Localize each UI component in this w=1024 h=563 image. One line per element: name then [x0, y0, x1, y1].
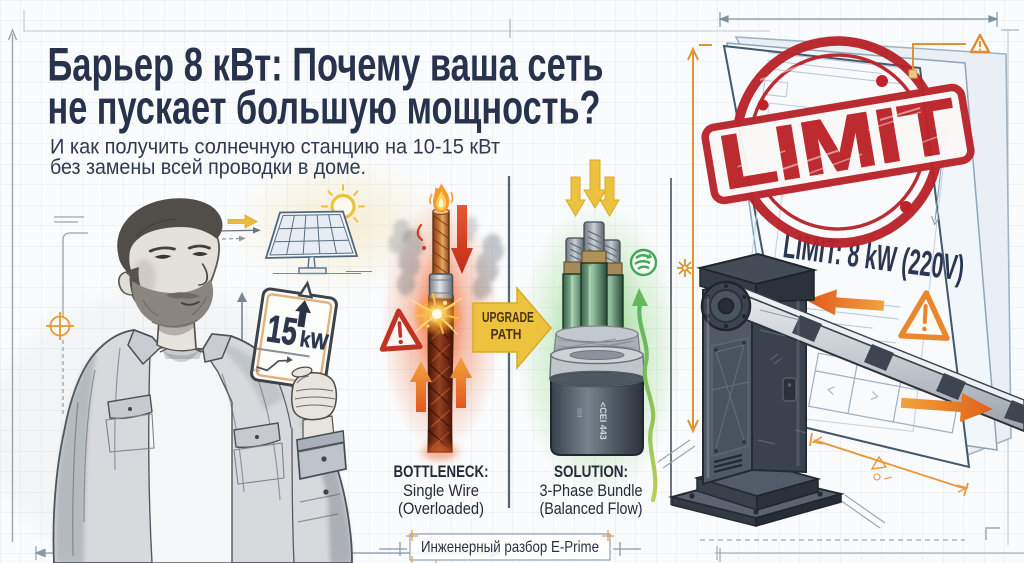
svg-text:не пускает большую мощность?: не пускает большую мощность?: [48, 81, 601, 134]
svg-text:Single Wire: Single Wire: [403, 482, 479, 500]
svg-text:<CEI 443: <CEI 443: [598, 402, 608, 440]
svg-text:без замены всей проводки в дом: без замены всей проводки в доме.: [50, 156, 366, 179]
svg-text:Барьер 8 кВт: Почему ваша сеть: Барьер 8 кВт: Почему ваша сеть: [48, 38, 604, 91]
svg-text:15: 15: [264, 308, 300, 354]
svg-text:3-Phase Bundle: 3-Phase Bundle: [540, 482, 643, 500]
svg-text:kW: kW: [298, 326, 330, 355]
svg-text:И как получить солнечную станц: И как получить солнечную станцию на 10-1…: [50, 136, 500, 159]
svg-text:BOTTLENECK:: BOTTLENECK:: [394, 462, 489, 481]
svg-text:(Overloaded): (Overloaded): [398, 500, 484, 518]
svg-text:kW: kW: [252, 367, 260, 374]
svg-text:SOLUTION:: SOLUTION:: [554, 462, 628, 481]
svg-text:UPGRADE: UPGRADE: [482, 309, 534, 326]
svg-text:Инженерный разбор E-Prime: Инженерный разбор E-Prime: [421, 539, 599, 556]
svg-text:PATH: PATH: [491, 326, 522, 343]
svg-text:IIIII: IIIII: [575, 408, 582, 418]
svg-text:(Balanced Flow): (Balanced Flow): [540, 500, 643, 518]
